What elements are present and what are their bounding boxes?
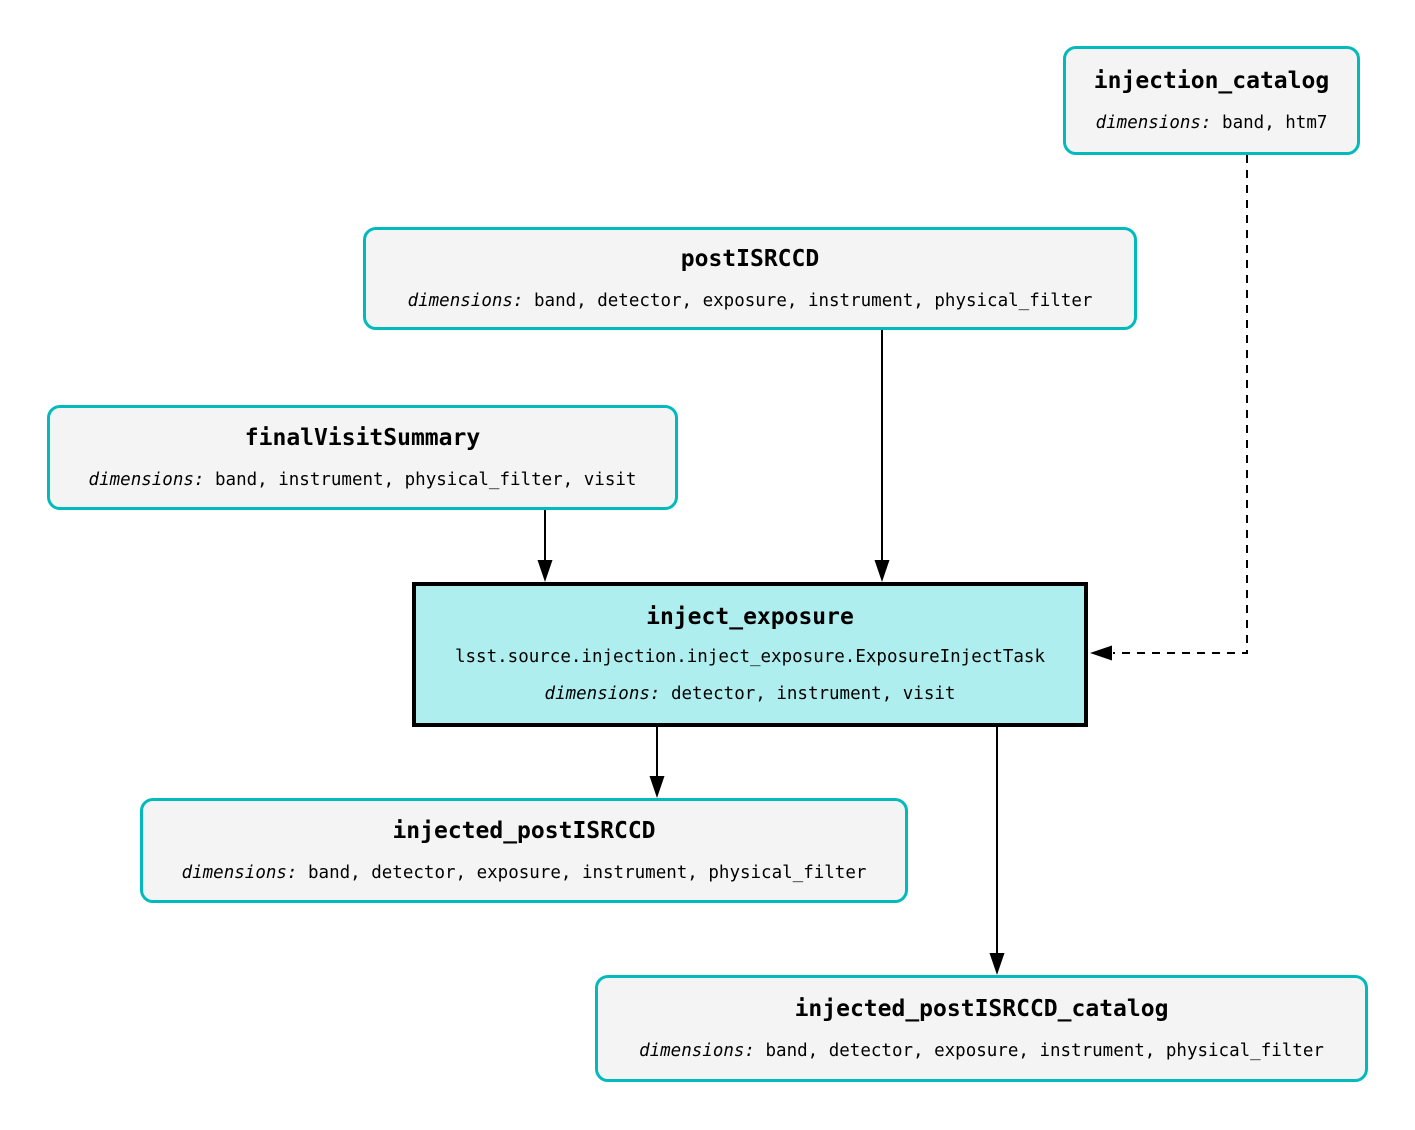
node-title: finalVisitSummary bbox=[244, 424, 481, 451]
node-dimensions: dimensions: band, htm7 bbox=[1096, 112, 1328, 134]
node-dimensions: dimensions: detector, instrument, visit bbox=[545, 683, 956, 705]
node-dimensions: dimensions: band, instrument, physical_f… bbox=[89, 469, 637, 491]
node-inject-exposure-task: inject_exposure lsst.source.injection.in… bbox=[412, 582, 1088, 727]
edge-injection-catalog-to-inject-exposure bbox=[1090, 155, 1248, 661]
node-injected-postisrccd-catalog: injected_postISRCCD_catalog dimensions: … bbox=[595, 975, 1368, 1082]
node-injection-catalog: injection_catalog dimensions: band, htm7 bbox=[1063, 46, 1360, 155]
node-dimensions: dimensions: band, detector, exposure, in… bbox=[639, 1040, 1324, 1062]
dimensions-value: band, detector, exposure, instrument, ph… bbox=[765, 1040, 1324, 1061]
dimensions-label: dimensions: bbox=[181, 862, 298, 883]
node-title: injected_postISRCCD_catalog bbox=[794, 995, 1169, 1022]
dimensions-label: dimensions: bbox=[88, 469, 205, 490]
node-title: injection_catalog bbox=[1093, 67, 1330, 94]
dimensions-label: dimensions: bbox=[407, 290, 524, 311]
dimensions-value: band, htm7 bbox=[1222, 112, 1328, 133]
node-title: postISRCCD bbox=[680, 245, 820, 272]
task-class-path: lsst.source.injection.inject_exposure.Ex… bbox=[454, 647, 1045, 667]
dimensions-value: detector, instrument, visit bbox=[670, 684, 956, 704]
dimensions-label: dimensions: bbox=[639, 1040, 755, 1061]
node-title: inject_exposure bbox=[646, 604, 854, 630]
node-postisrccd: postISRCCD dimensions: band, detector, e… bbox=[363, 227, 1137, 330]
edge-postisrccd-to-inject-exposure bbox=[874, 330, 890, 582]
dimensions-label: dimensions: bbox=[544, 684, 661, 704]
dimensions-value: band, detector, exposure, instrument, ph… bbox=[534, 290, 1093, 311]
arrowhead-down-icon bbox=[874, 560, 890, 582]
node-dimensions: dimensions: band, detector, exposure, in… bbox=[408, 290, 1093, 312]
arrowhead-down-icon bbox=[989, 953, 1005, 975]
arrowhead-left-icon bbox=[1090, 645, 1112, 661]
arrowhead-down-icon bbox=[537, 560, 553, 582]
dimensions-label: dimensions: bbox=[1095, 112, 1212, 133]
node-finalvisitsummary: finalVisitSummary dimensions: band, inst… bbox=[47, 405, 678, 510]
edge-inject-exposure-to-injected-postisrccd bbox=[649, 727, 665, 798]
edge-inject-exposure-to-injected-postisrccd-catalog bbox=[989, 727, 1005, 975]
node-title: injected_postISRCCD bbox=[392, 817, 656, 844]
dimensions-value: band, instrument, physical_filter, visit bbox=[215, 469, 637, 490]
dimensions-value: band, detector, exposure, instrument, ph… bbox=[308, 862, 867, 883]
node-injected-postisrccd: injected_postISRCCD dimensions: band, de… bbox=[140, 798, 908, 903]
arrowhead-down-icon bbox=[649, 776, 665, 798]
edge-finalvisitsummary-to-inject-exposure bbox=[537, 510, 553, 582]
node-dimensions: dimensions: band, detector, exposure, in… bbox=[182, 862, 867, 884]
